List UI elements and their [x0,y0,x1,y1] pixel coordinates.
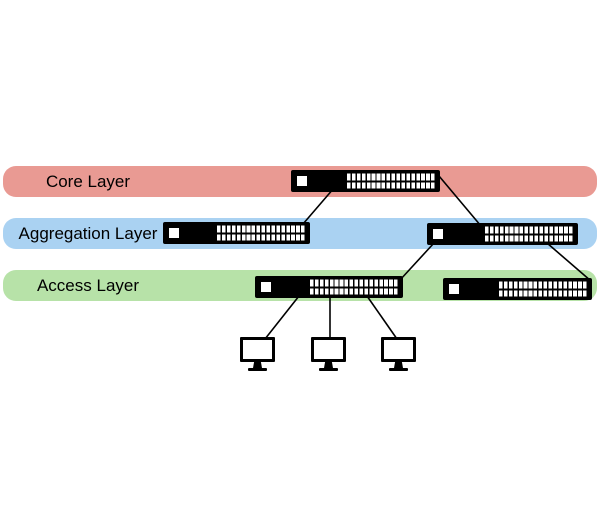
switch-ports-icon [485,226,573,242]
monitor-base [389,368,408,371]
aggregation-layer-label: Aggregation Layer [18,223,158,243]
link-agg-right-to-access-right [546,242,592,282]
switch-led-icon [261,282,271,292]
switch-ports-icon [217,225,305,241]
switch-led-icon [433,229,443,239]
switch-led-icon [297,176,307,186]
aggregation-switch-right-icon [427,223,578,245]
monitor-screen [311,337,346,362]
aggregation-switch-left-icon [163,222,310,244]
monitor-screen [381,337,416,362]
switch-led-icon [449,284,459,294]
link-core-to-agg-left [302,187,335,225]
link-access-left-to-pc-1 [264,295,300,340]
monitor-stand [394,362,403,368]
switch-led-icon [169,228,179,238]
link-core-to-agg-right [438,175,482,227]
pc-1-monitor-icon [240,337,275,371]
switch-ports-icon [499,281,587,297]
monitor-base [319,368,338,371]
switch-ports-icon [310,279,398,295]
monitor-screen [240,337,275,362]
pc-3-monitor-icon [381,337,416,371]
core-layer-label: Core Layer [45,171,131,191]
monitor-stand [253,362,262,368]
access-layer-label: Access Layer [36,275,140,295]
access-switch-left-icon [255,276,403,298]
core-switch-icon [291,170,440,192]
pc-2-monitor-icon [311,337,346,371]
switch-ports-icon [347,173,435,189]
link-agg-right-to-access-left [399,242,435,281]
link-access-left-to-pc-3 [366,295,398,340]
access-switch-right-icon [443,278,592,300]
monitor-stand [324,362,333,368]
monitor-base [248,368,267,371]
